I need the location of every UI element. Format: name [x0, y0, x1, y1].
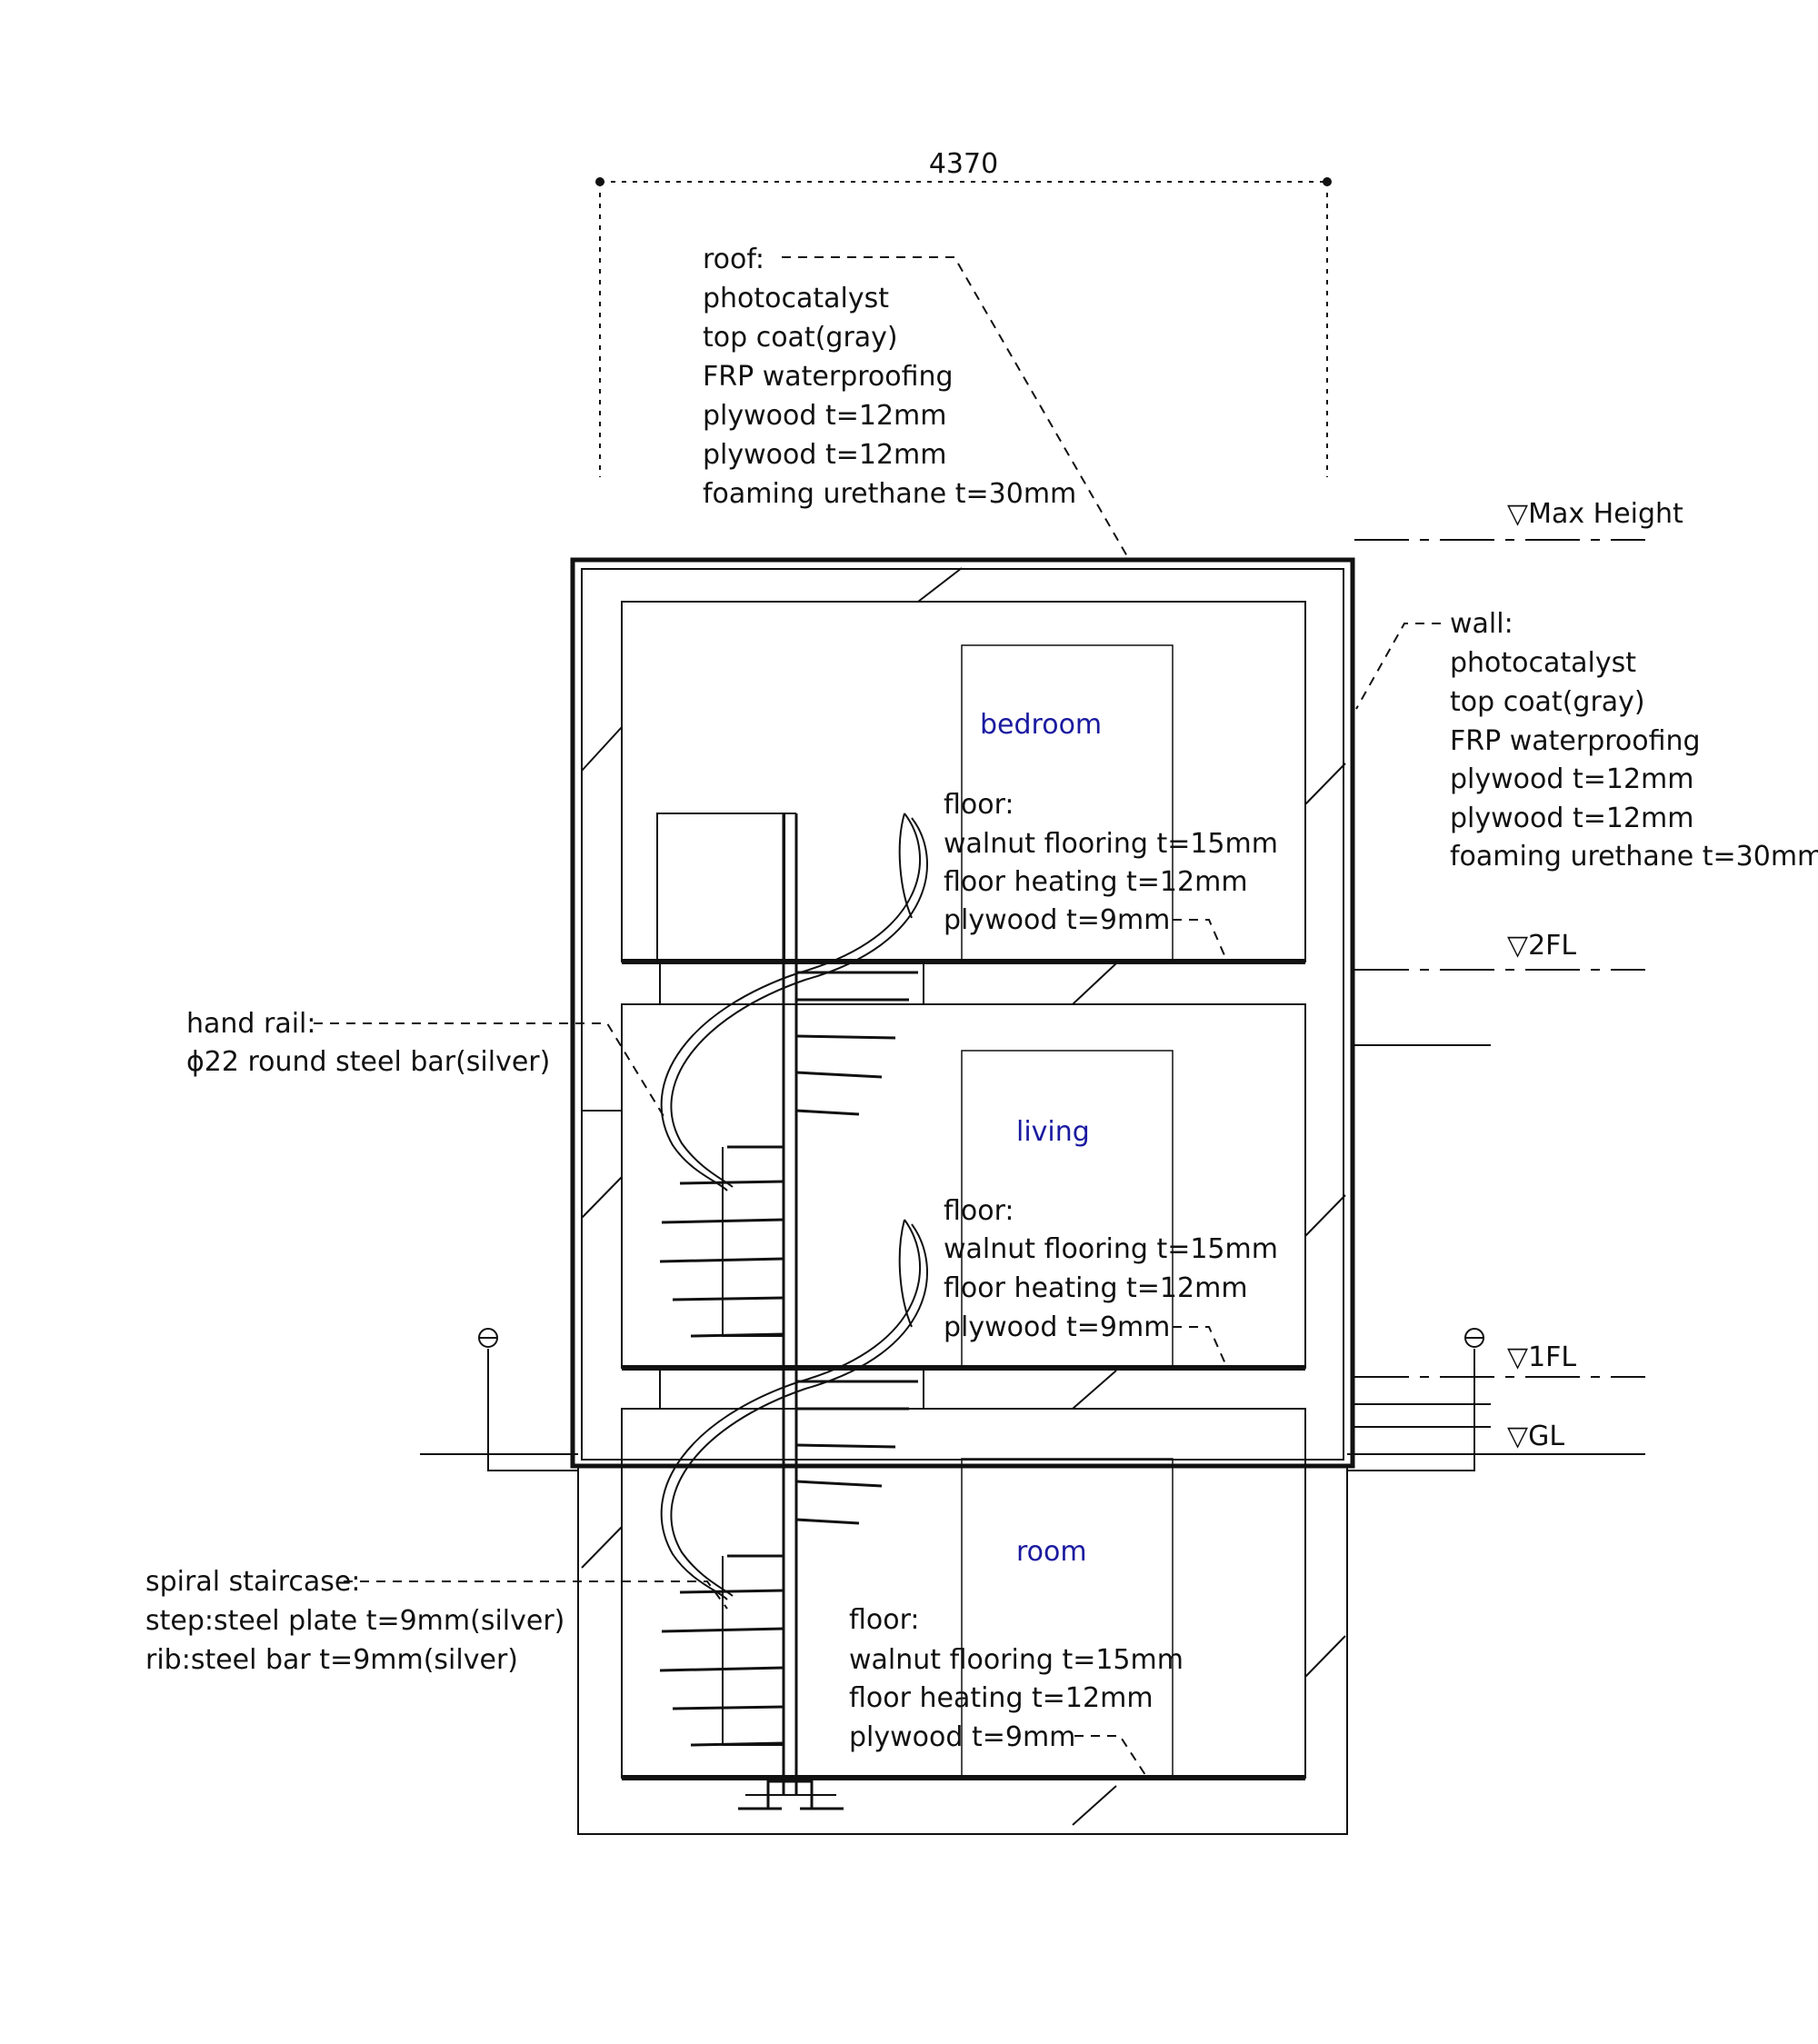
- roof-note-line: plywood t=12mm: [703, 439, 946, 471]
- floor-note-line: walnut flooring t=15mm: [944, 828, 1278, 860]
- floor-note-line: floor heating t=12mm: [944, 1272, 1248, 1304]
- staircase-leader-line: [344, 1580, 728, 1610]
- wall-note-line: foaming urethane t=30mm: [1450, 841, 1818, 872]
- door-bedroom: [961, 644, 1174, 962]
- roof-note-line: foaming urethane t=30mm: [703, 478, 1076, 510]
- wall-note: wall: photocatalyst top coat(gray) FRP w…: [1355, 608, 1818, 872]
- stair-steps-upper-left: [659, 1145, 784, 1338]
- roof-note-line: FRP waterproofing: [703, 361, 954, 393]
- room-room: room floor: walnut flooring t=15mm floor…: [849, 1536, 1184, 1779]
- roof-leader-line: [782, 256, 1128, 557]
- room-living: living floor: walnut flooring t=15mm flo…: [944, 1116, 1278, 1369]
- handrail-leader-line: [314, 1022, 664, 1117]
- floor-note-line: floor heating t=12mm: [849, 1682, 1154, 1714]
- stair-steps-lower-left: [659, 1554, 784, 1747]
- room-boxes: [621, 601, 1306, 1779]
- spiral-staircase: [659, 813, 928, 1810]
- floor-leader-line: [1173, 1326, 1228, 1369]
- room-name: bedroom: [980, 709, 1102, 741]
- floor-note-line: walnut flooring t=15mm: [849, 1644, 1184, 1676]
- floor-note-line: floor:: [944, 789, 1014, 821]
- level-2fl: ▽2FL: [1507, 930, 1576, 962]
- staircase-note-line: rib:steel bar t=9mm(silver): [145, 1644, 518, 1676]
- handrail-note-line: ϕ22 round steel bar(silver): [186, 1046, 550, 1078]
- floor-note-line: floor:: [849, 1604, 920, 1636]
- level-1fl: ▽1FL: [1507, 1341, 1576, 1373]
- level-gl: ▽GL: [1507, 1421, 1564, 1452]
- roof-note-line: roof:: [703, 244, 764, 275]
- floor-note-line: plywood t=9mm: [944, 904, 1170, 936]
- wall-note-line: plywood t=12mm: [1450, 803, 1693, 834]
- wall-note-line: FRP waterproofing: [1450, 725, 1701, 757]
- width-dimension: 4370: [595, 148, 1332, 477]
- width-dimension-label: 4370: [929, 148, 998, 180]
- staircase-note-line: step:steel plate t=9mm(silver): [145, 1605, 564, 1637]
- floor-leader-line: [1074, 1735, 1148, 1779]
- stair-steps-lower-right: [795, 1380, 918, 1525]
- staircase-note-line: spiral staircase:: [145, 1566, 360, 1598]
- roof-note-line: plywood t=12mm: [703, 400, 946, 432]
- level-markers: ▽Max Height ▽2FL ▽1FL ▽GL: [1354, 498, 1683, 1455]
- wall-note-line: plywood t=12mm: [1450, 763, 1693, 795]
- floor-note-line: floor:: [944, 1195, 1014, 1227]
- roof-note: roof: photocatalyst top coat(gray) FRP w…: [703, 244, 1128, 557]
- handrail-note: hand rail: ϕ22 round steel bar(silver): [186, 1008, 664, 1117]
- stair-steps-upper-right: [795, 971, 918, 1116]
- wall-note-line: top coat(gray): [1450, 686, 1645, 718]
- room-name: room: [1016, 1536, 1087, 1568]
- level-max-height: ▽Max Height: [1507, 498, 1683, 530]
- floor-note-line: plywood t=9mm: [849, 1721, 1075, 1753]
- roof-note-line: photocatalyst: [703, 283, 889, 314]
- room-bedroom: bedroom floor: walnut flooring t=15mm fl…: [944, 709, 1278, 962]
- roof-note-line: top coat(gray): [703, 322, 898, 354]
- wall-note-line: photocatalyst: [1450, 647, 1636, 679]
- hand-rail-upper: [660, 813, 928, 1192]
- hand-rail-lower: [660, 1219, 928, 1600]
- floor-note-line: floor heating t=12mm: [944, 866, 1248, 898]
- floor-leader-line: [1173, 919, 1228, 962]
- room-name: living: [1016, 1116, 1090, 1148]
- door-room: [961, 1458, 1174, 1779]
- staircase-note: spiral staircase: step:steel plate t=9mm…: [145, 1566, 728, 1676]
- floor-note-line: walnut flooring t=15mm: [944, 1233, 1278, 1265]
- wall-leader-line: [1355, 623, 1441, 710]
- floor-note-line: plywood t=9mm: [944, 1311, 1170, 1343]
- handrail-note-line: hand rail:: [186, 1008, 316, 1040]
- door-living: [961, 1050, 1174, 1369]
- building-shell: [420, 557, 1643, 1835]
- wall-note-line: wall:: [1450, 608, 1513, 640]
